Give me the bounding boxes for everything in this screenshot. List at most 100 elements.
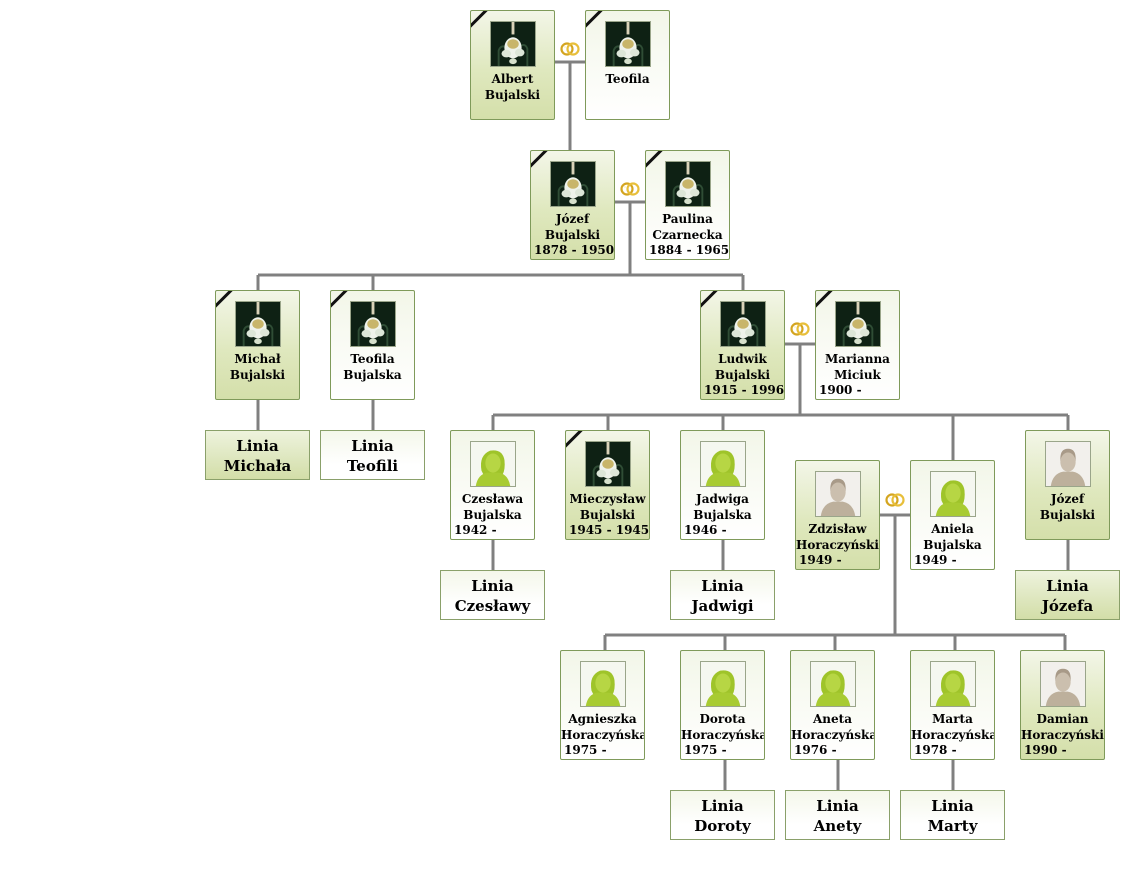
male-silhouette-icon (1040, 661, 1086, 707)
linia-label-line1: Linia (471, 577, 514, 595)
first-name: Ludwik (718, 352, 767, 366)
first-name: Aniela (931, 522, 974, 536)
female-silhouette-icon (470, 441, 516, 487)
linia-label-line2: Marty (927, 817, 978, 835)
male-silhouette-icon (1045, 441, 1091, 487)
last-name: Bujalski (579, 508, 636, 522)
life-dates: 1975 - (684, 743, 727, 757)
last-name: Bujalski (544, 228, 601, 242)
wedding-rings-icon (618, 181, 642, 197)
deceased-photo-icon (490, 21, 536, 67)
first-name: Czesława (461, 492, 524, 506)
life-dates: 1945 - 1945 (569, 523, 650, 537)
last-name: Czarnecka (652, 228, 723, 242)
first-name: Teofila (350, 352, 395, 366)
life-dates: 1878 - 1950 (534, 243, 615, 257)
first-name: Paulina (662, 212, 713, 226)
deceased-photo-icon (235, 301, 281, 347)
female-silhouette-icon (930, 471, 976, 517)
first-name: Marianna (825, 352, 890, 366)
person-name: Teofila (586, 71, 669, 87)
person-card-teofila[interactable]: Teofila (585, 10, 670, 120)
deceased-photo-icon (720, 301, 766, 347)
first-name: Agnieszka (568, 712, 637, 726)
child-drop (491, 415, 1070, 460)
linia-label-line2: Józefa (1041, 597, 1094, 615)
wedding-rings-icon (558, 41, 582, 57)
first-name: Zdzisław (808, 522, 867, 536)
last-name: Bujalski (484, 88, 541, 102)
linia-drop (491, 540, 1070, 570)
first-name: Józef (1050, 492, 1085, 506)
deceased-photo-icon (550, 161, 596, 207)
linia-label-line1: Linia (1046, 577, 1089, 595)
life-dates: 1915 - 1996 (704, 383, 785, 397)
linia-label-line1: Linia (816, 797, 859, 815)
male-silhouette-icon (815, 471, 861, 517)
linia-label-line2: Jadwigi (691, 597, 754, 615)
last-name: Horaczyński (796, 538, 879, 552)
child-drop (256, 275, 745, 290)
deceased-photo-icon (665, 161, 711, 207)
deceased-photo-icon (350, 301, 396, 347)
linia-label-line2: Teofili (346, 457, 399, 475)
life-dates: 1900 - (819, 383, 862, 397)
last-name: Horaczyńska (911, 728, 995, 742)
linia-drop (256, 400, 375, 430)
last-name: Bujalska (463, 508, 522, 522)
last-name: Bujalska (693, 508, 752, 522)
last-name: Bujalski (229, 368, 286, 382)
life-dates: 1942 - (454, 523, 497, 537)
linia-label-line2: Doroty (694, 817, 751, 835)
first-name: Michał (234, 352, 281, 366)
last-name: Bujalski (1039, 508, 1096, 522)
first-name: Mieczysław (569, 492, 646, 506)
deceased-photo-icon (585, 441, 631, 487)
life-dates: 1949 - (914, 553, 957, 567)
female-silhouette-icon (700, 661, 746, 707)
linia-label-line1: Linia (351, 437, 394, 455)
wedding-rings-icon (883, 492, 907, 508)
female-silhouette-icon (810, 661, 856, 707)
life-dates: 1978 - (914, 743, 957, 757)
